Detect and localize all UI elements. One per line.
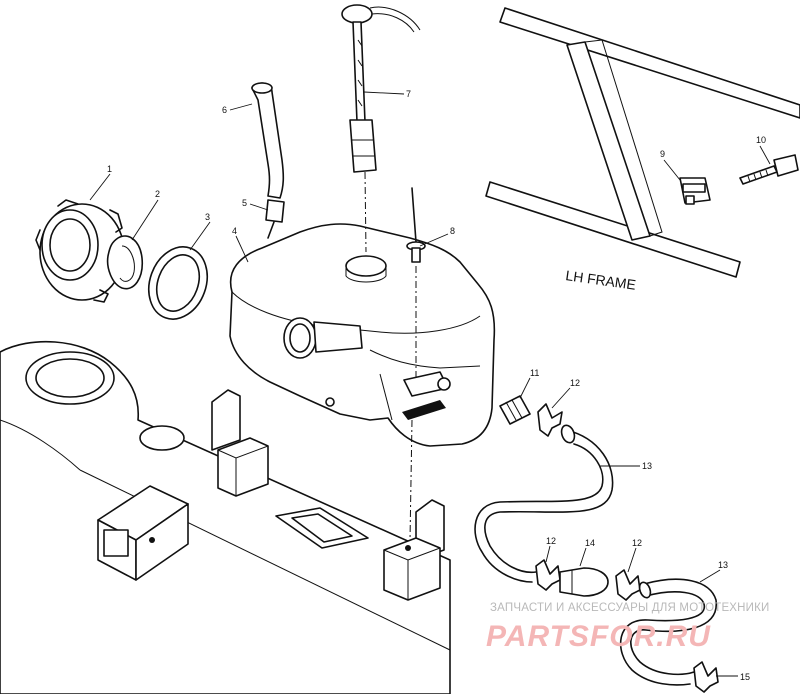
callout-1: 1 xyxy=(107,164,112,174)
watermark-brand: PARTSFOR.RU xyxy=(486,620,711,653)
callout-13-lower: 13 xyxy=(718,560,728,570)
watermark-tagline: ЗАПЧАСТИ И АКСЕССУАРЫ ДЛЯ МОТОТЕХНИКИ xyxy=(490,602,770,614)
callout-11: 11 xyxy=(530,368,539,378)
callout-12-left: 12 xyxy=(546,536,556,546)
frame-clip xyxy=(679,177,711,205)
callout-4: 4 xyxy=(232,226,237,236)
fuel-pickup xyxy=(341,4,421,253)
cap-neck xyxy=(106,235,144,290)
frame-label: LH FRAME xyxy=(565,267,637,293)
callout-8: 8 xyxy=(450,226,455,236)
callout-15: 15 xyxy=(740,672,750,682)
callout-12-upper: 12 xyxy=(570,378,580,388)
lh-frame xyxy=(485,7,800,278)
fuel-hose-lower xyxy=(619,578,717,686)
vent-hose xyxy=(251,82,285,199)
callout-12-right: 12 xyxy=(632,538,642,548)
callout-10: 10 xyxy=(756,135,766,145)
hose-clamp-mid-right xyxy=(615,569,641,601)
callout-13-upper: 13 xyxy=(642,461,652,471)
vent-fitting xyxy=(406,187,426,541)
callout-3: 3 xyxy=(205,212,210,222)
callout-7: 7 xyxy=(406,89,411,99)
callout-9: 9 xyxy=(660,149,665,159)
callout-2: 2 xyxy=(155,189,160,199)
watermark: ЗАПЧАСТИ И АКСЕССУАРЫ ДЛЯ МОТОТЕХНИКИ PA… xyxy=(486,602,770,653)
leader-lines xyxy=(89,91,771,677)
callout-5: 5 xyxy=(242,198,247,208)
hose-clamp-mid-left xyxy=(535,559,561,591)
callout-6: 6 xyxy=(222,105,227,115)
check-valve xyxy=(265,199,285,239)
inline-filter xyxy=(559,567,609,597)
fuel-fitting xyxy=(499,395,531,425)
gasket-ring xyxy=(148,246,208,320)
callout-labels: 1 2 3 4 5 6 7 8 9 10 11 12 13 12 14 12 1… xyxy=(107,89,766,682)
hose-clamp-upper xyxy=(537,403,563,437)
hose-clamp-lower xyxy=(693,661,719,693)
callout-14: 14 xyxy=(585,538,595,548)
fuel-hose-upper xyxy=(474,424,614,583)
fuel-tank xyxy=(229,223,496,447)
bolt xyxy=(739,154,799,185)
fuel-cap xyxy=(35,199,129,303)
subframe xyxy=(0,340,451,695)
